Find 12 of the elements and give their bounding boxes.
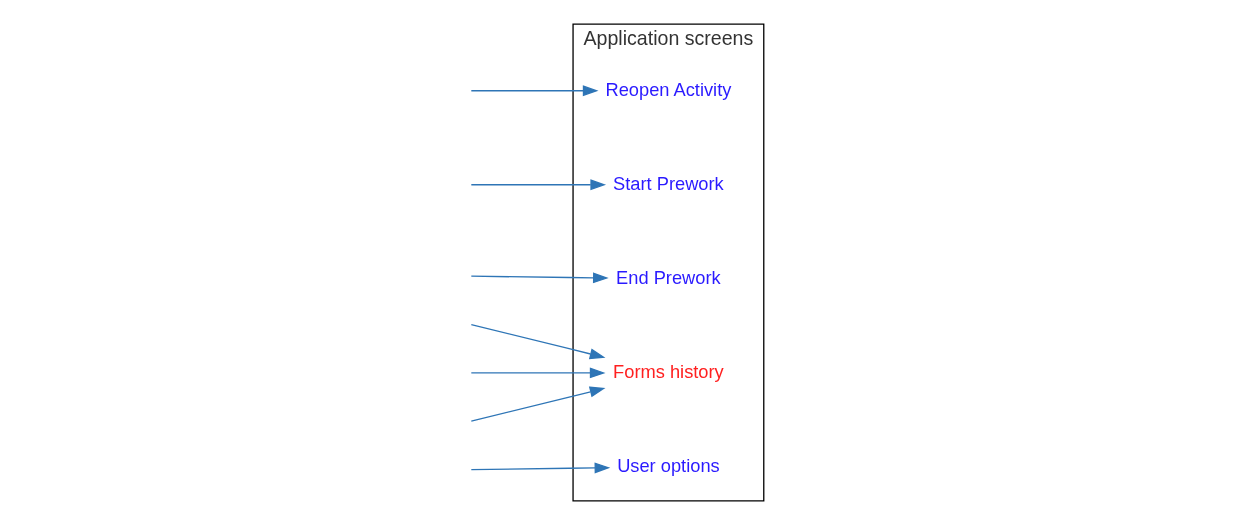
arrow bbox=[470, 272, 609, 284]
arrow bbox=[470, 386, 605, 422]
node-text: Start Prework bbox=[612, 172, 724, 194]
arrow bbox=[470, 179, 606, 191]
arrow bbox=[470, 367, 606, 379]
node-text: User options bbox=[616, 454, 720, 476]
arrow bbox=[470, 323, 605, 360]
node-text: Forms history bbox=[612, 360, 724, 382]
node-text: End Prework bbox=[615, 266, 721, 288]
arrow bbox=[470, 85, 598, 97]
arrow bbox=[470, 462, 610, 474]
node-text: Reopen Activity bbox=[604, 78, 731, 100]
